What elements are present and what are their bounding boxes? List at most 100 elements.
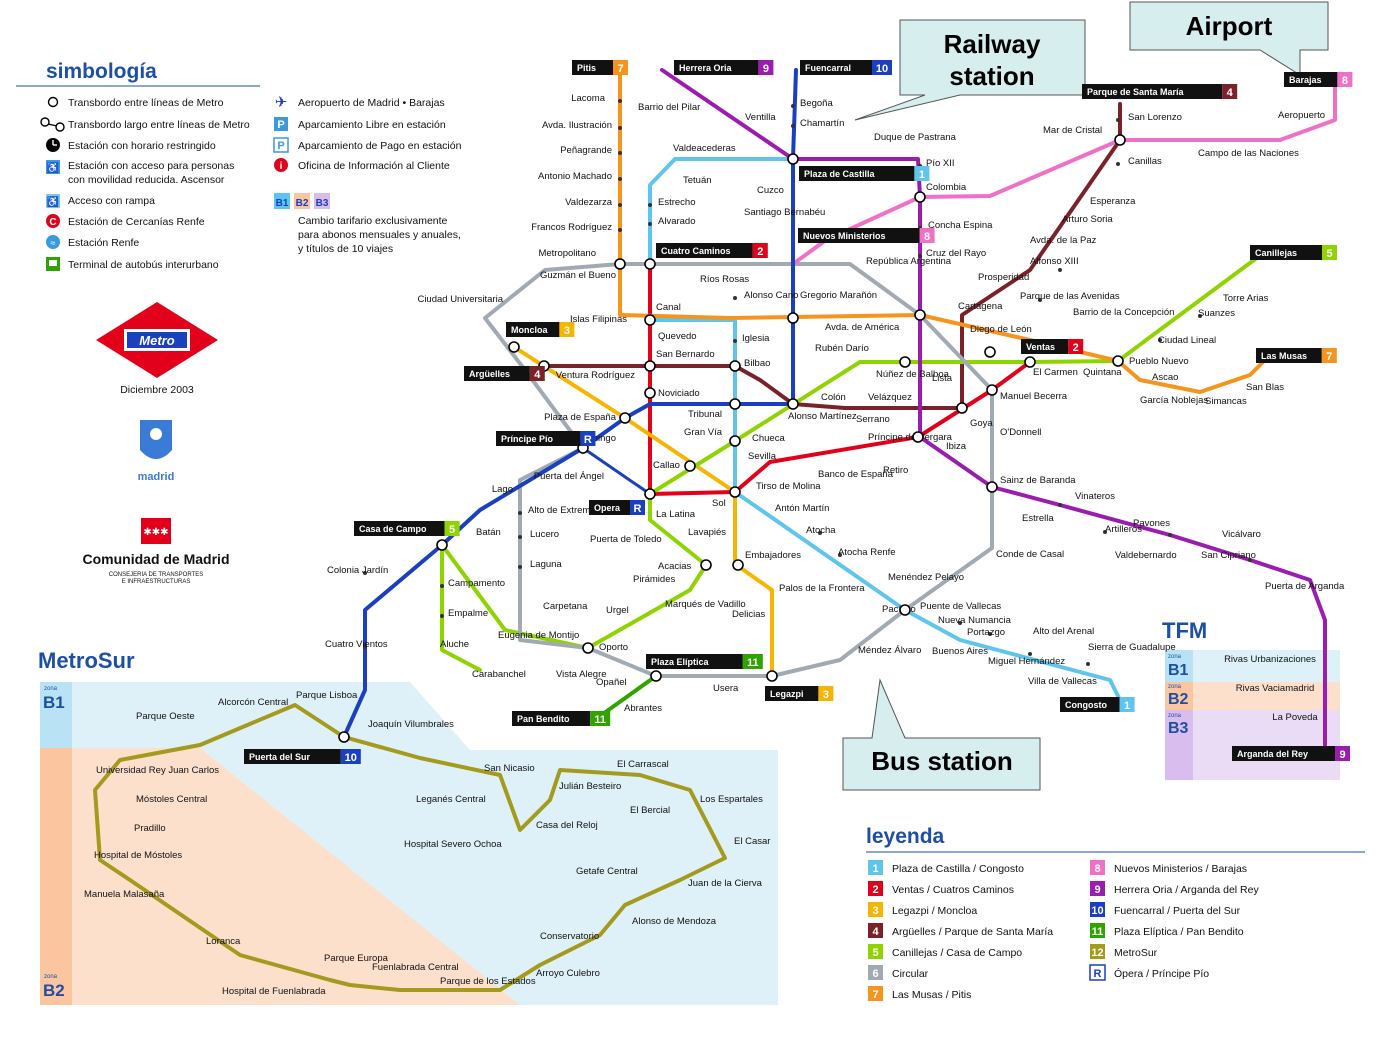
station-metropolitano[interactable]: Metropolitano [538, 248, 596, 259]
station-colonia-jardin[interactable]: Colonia Jardín [327, 565, 388, 576]
station-vinateros[interactable]: Vinateros [1075, 491, 1115, 502]
interchange-goya[interactable] [956, 402, 968, 414]
station-parque-de-las-avenidas[interactable]: Parque de las Avenidas [1020, 291, 1120, 302]
station-el-casar[interactable]: El Casar [734, 836, 770, 847]
station-prosperidad[interactable]: Prosperidad [978, 272, 1029, 283]
station-gregorio-maranon[interactable]: Gregorio Marañón [800, 290, 877, 301]
station-opanel[interactable]: Opañel [596, 677, 627, 688]
station-piramides[interactable]: Pirámides [633, 574, 675, 585]
station-eugenia-de-montijo[interactable]: Eugenia de Montijo [498, 630, 579, 641]
station-alcorcon-central[interactable]: Alcorcón Central [218, 697, 288, 708]
station-juan-de-la-cierva[interactable]: Juan de la Cierva [688, 878, 763, 889]
station-suanzes[interactable]: Suanzes [1198, 308, 1235, 319]
station-san-blas[interactable]: San Blas [1246, 382, 1284, 393]
interchange-pueblo-nuevo[interactable] [1112, 355, 1124, 367]
station-ciudad-lineal[interactable]: Ciudad Lineal [1158, 335, 1216, 346]
station-alonso-de-mendoza[interactable]: Alonso de Mendoza [632, 916, 717, 927]
station-nunez-de-balboa[interactable]: Núñez de Balboa [876, 369, 950, 380]
station-colon[interactable]: Colón [821, 392, 846, 403]
station-arturo-soria[interactable]: Arturo Soria [1062, 214, 1113, 225]
station-penagrande[interactable]: Peñagrande [560, 145, 612, 156]
interchange-principe-vergara[interactable] [912, 431, 924, 443]
interchange-noviciado[interactable] [644, 387, 656, 399]
interchange-san-bernardo[interactable] [644, 360, 656, 372]
station-alto-del-arenal[interactable]: Alto del Arenal [1033, 626, 1094, 637]
station-lavapies[interactable]: Lavapiés [688, 527, 726, 538]
interchange-mar-de-cristal[interactable] [1114, 134, 1126, 146]
station-ventilla[interactable]: Ventilla [745, 112, 776, 123]
station-rios-rosas[interactable]: Ríos Rosas [700, 274, 749, 285]
interchange-oporto[interactable] [582, 642, 594, 654]
station-valdezarza[interactable]: Valdezarza [565, 197, 613, 208]
station-usera[interactable]: Usera [713, 683, 739, 694]
station-valdeacederas[interactable]: Valdeacederas [673, 143, 736, 154]
station-islas-filipinas[interactable]: Islas Filipinas [570, 314, 627, 325]
station-barrio-de-la-concepcion[interactable]: Barrio de la Concepción [1073, 307, 1174, 318]
interchange-callao[interactable] [684, 460, 696, 472]
station-arroyo-culebro[interactable]: Arroyo Culebro [536, 968, 600, 979]
interchange-plaza-eliptica[interactable] [650, 670, 662, 682]
station-getafe-central[interactable]: Getafe Central [576, 866, 638, 877]
station-carabanchel[interactable]: Carabanchel [472, 669, 526, 680]
station-antonio-machado[interactable]: Antonio Machado [538, 171, 612, 182]
station-chueca[interactable]: Chueca [752, 433, 785, 444]
interchange-cuatro-caminos[interactable] [644, 258, 656, 270]
interchange-casa-de-campo[interactable] [436, 539, 448, 551]
station-sevilla[interactable]: Sevilla [748, 451, 777, 462]
station-atocha[interactable]: Atocha [806, 525, 836, 536]
station-canillas[interactable]: Canillas [1128, 156, 1162, 167]
interchange-avda-america[interactable] [914, 309, 926, 321]
station-menendez-pelayo[interactable]: Menéndez Pelayo [888, 572, 964, 583]
station-colombia[interactable]: Colombia [926, 182, 967, 193]
station-embajadores[interactable]: Embajadores [745, 550, 801, 561]
interchange-diego-de-leon[interactable] [984, 346, 996, 358]
station-portazgo[interactable]: Portazgo [967, 627, 1005, 638]
station-alfonso-xiii[interactable]: Alfonso XIII [1030, 256, 1079, 267]
station-gran-via[interactable]: Gran Vía [684, 427, 723, 438]
station-nueva-numancia[interactable]: Nueva Numancia [938, 615, 1012, 626]
station-campamento[interactable]: Campamento [448, 578, 505, 589]
station-universidad-rey-juan-carlos[interactable]: Universidad Rey Juan Carlos [96, 765, 219, 776]
interchange-acacias[interactable] [700, 559, 712, 571]
interchange-pacifico[interactable] [899, 604, 911, 616]
station-hospital-de-fuenlabrada[interactable]: Hospital de Fuenlabrada [222, 986, 326, 997]
station-avda-de-la-paz[interactable]: Avda. de la Paz [1030, 235, 1097, 246]
interchange-sol[interactable] [729, 486, 741, 498]
interchange-ventas[interactable] [1024, 356, 1036, 368]
station-principe-de-vergara[interactable]: Príncipe de Vergara [868, 432, 953, 443]
interchange-puerta-del-sur[interactable] [338, 731, 350, 743]
station-quintana[interactable]: Quintana [1083, 367, 1122, 378]
station-marques-de-vadillo[interactable]: Marqués de Vadillo [665, 599, 746, 610]
station-bilbao[interactable]: Bilbao [744, 358, 770, 369]
station-san-bernardo[interactable]: San Bernardo [656, 349, 715, 360]
station-parque-europa[interactable]: Parque Europa [324, 953, 389, 964]
station-empalme[interactable]: Empalme [448, 608, 488, 619]
station-lacoma[interactable]: Lacoma [571, 93, 606, 104]
station-puerta-del-angel[interactable]: Puerta del Ángel [534, 471, 604, 482]
interchange-plaza-castilla[interactable] [787, 153, 799, 165]
interchange-plaza-espana[interactable] [619, 412, 631, 424]
station-torre-arias[interactable]: Torre Arias [1223, 293, 1269, 304]
station-velazquez[interactable]: Velázquez [868, 392, 912, 403]
station-retiro[interactable]: Retiro [883, 465, 908, 476]
station-el-bercial[interactable]: El Bercial [630, 805, 670, 816]
station-alonso-cano[interactable]: Alonso Cano [744, 290, 798, 301]
station-ruben-dario[interactable]: Rubén Darío [815, 343, 869, 354]
station-ascao[interactable]: Ascao [1152, 372, 1178, 383]
station-carpetana[interactable]: Carpetana [543, 601, 588, 612]
station-hospital-de-mostoles[interactable]: Hospital de Móstoles [94, 850, 182, 861]
station-atocha-renfe[interactable]: Atocha Renfe [838, 547, 896, 558]
station-acacias[interactable]: Acacias [658, 561, 692, 572]
station-begona[interactable]: Begoña [800, 98, 833, 109]
station-estrecho[interactable]: Estrecho [658, 197, 696, 208]
station-palos-de-la-frontera[interactable]: Palos de la Frontera [779, 583, 865, 594]
station-tirso-de-molina[interactable]: Tirso de Molina [756, 481, 821, 492]
station-iglesia[interactable]: Iglesia [742, 333, 770, 344]
